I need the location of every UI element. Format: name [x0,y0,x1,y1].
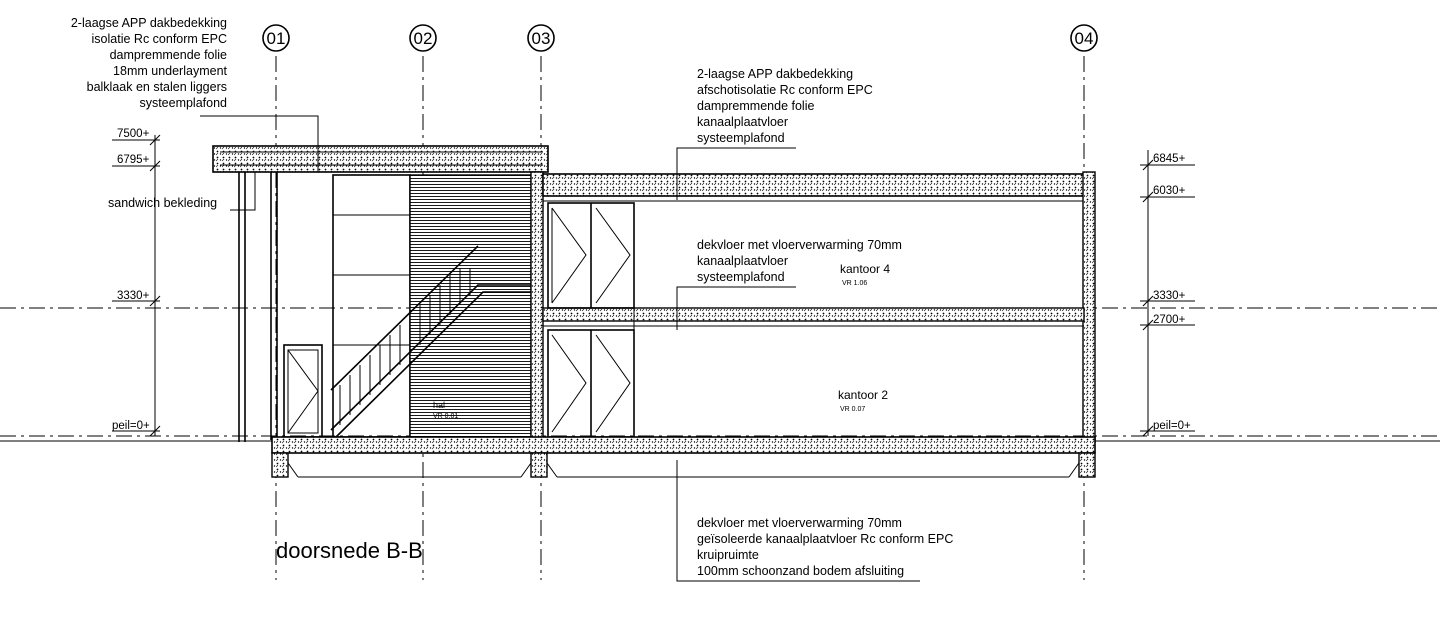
level-label-peil-right: peil=0+ [1153,420,1191,432]
svg-text:18mm underlayment: 18mm underlayment [113,64,227,78]
svg-text:systeemplafond: systeemplafond [697,270,785,284]
leader-lines [200,115,920,582]
drawing-title: doorsnede B-B [276,538,423,563]
svg-text:dekvloer met vloerverwarming 7: dekvloer met vloerverwarming 70mm [697,516,902,530]
grid-axis-bubble-01: 01 [262,24,290,52]
note-cladding: sandwich bekleding [108,196,217,210]
svg-text:isolatie Rc conform EPC: isolatie Rc conform EPC [92,32,227,46]
svg-text:dekvloer met vloerverwarming 7: dekvloer met vloerverwarming 70mm [697,238,902,252]
grid-label-02: 02 [414,29,433,48]
svg-text:dampremmende folie: dampremmende folie [697,99,814,113]
level-reference-lines [0,307,1440,442]
room-name-lower: kantoor 2 [838,388,888,402]
level-label-3330-right: 3330+ [1153,290,1186,302]
level-label-7500: 7500+ [117,128,150,140]
hall-code: VR 0.01 [433,413,458,420]
level-label-6030: 6030+ [1153,185,1186,197]
left-level-markers: 7500+ 6795+ 3330+ peil=0+ [112,128,161,437]
stair-balusters [330,245,479,425]
level-label-2700: 2700+ [1153,314,1186,326]
svg-text:kanaalplaatvloer: kanaalplaatvloer [697,254,788,268]
svg-text:systeemplafond: systeemplafond [139,96,227,110]
level-label-peil-left: peil=0+ [112,420,150,432]
grid-axis-bubble-02: 02 [409,24,437,52]
note-roof-left: 2-laagse APP dakbedekking isolatie Rc co… [71,16,228,110]
right-level-markers: 6845+ 6030+ 3330+ 2700+ peil=0+ [1140,150,1195,437]
svg-text:geïsoleerde kanaalplaatvloer R: geïsoleerde kanaalplaatvloer Rc conform … [697,532,953,546]
room-name-upper: kantoor 4 [840,262,890,276]
svg-text:kruipruimte: kruipruimte [697,548,759,562]
hall-name: hal [433,400,445,410]
svg-text:2-laagse APP dakbedekking: 2-laagse APP dakbedekking [71,16,227,30]
svg-text:kanaalplaatvloer: kanaalplaatvloer [697,115,788,129]
grid-axis-bubble-03: 03 [527,24,555,52]
svg-text:100mm schoonzand bodem afsluit: 100mm schoonzand bodem afsluiting [697,564,904,578]
note-floor-ground: dekvloer met vloerverwarming 70mm geïsol… [697,516,953,578]
grid-label-04: 04 [1075,29,1094,48]
svg-text:balklaak en stalen liggers: balklaak en stalen liggers [87,80,227,94]
svg-text:afschotisolatie Rc conform EPC: afschotisolatie Rc conform EPC [697,83,873,97]
grid-axis-bubble-04: 04 [1070,24,1098,52]
level-label-6795: 6795+ [117,154,150,166]
note-roof-right: 2-laagse APP dakbedekking afschotisolati… [697,67,873,145]
level-label-3330-left: 3330+ [117,290,150,302]
svg-text:dampremmende folie: dampremmende folie [110,48,227,62]
svg-text:2-laagse APP dakbedekking: 2-laagse APP dakbedekking [697,67,853,81]
svg-text:systeemplafond: systeemplafond [697,131,785,145]
office-volume [271,171,1096,478]
grid-label-01: 01 [267,29,286,48]
room-code-upper: VR 1.06 [842,280,867,287]
note-floor-mid: dekvloer met vloerverwarming 70mm kanaal… [697,238,902,284]
entrance-volume: hal VR 0.01 [212,145,549,443]
level-label-6845: 6845+ [1153,153,1186,165]
room-code-lower: VR 0.07 [840,406,865,413]
grid-label-03: 03 [532,29,551,48]
